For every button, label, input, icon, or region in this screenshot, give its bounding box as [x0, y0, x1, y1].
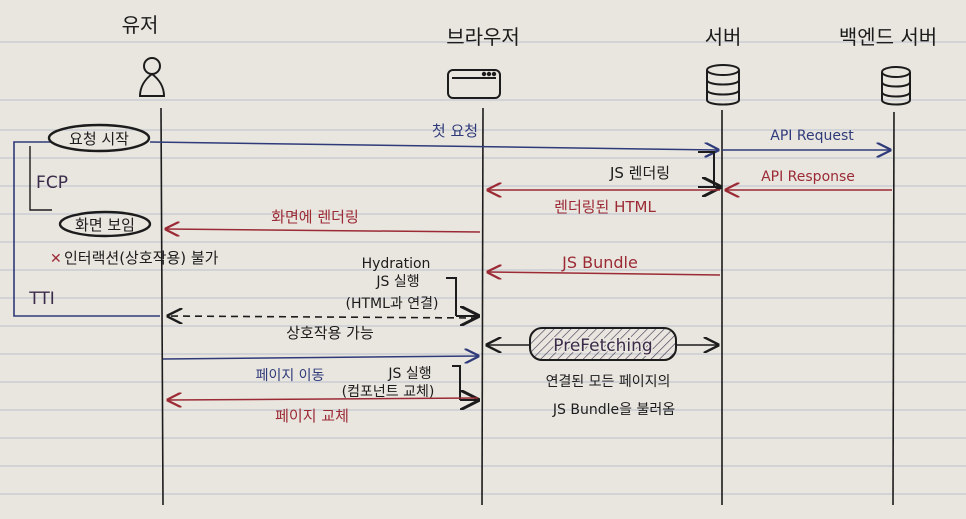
interaction-possible-arrow	[168, 316, 479, 318]
page-move-arrow	[162, 356, 478, 359]
prefetching-label: PreFetching	[553, 336, 652, 356]
page-replace-label: 페이지 교체	[275, 407, 349, 425]
browser-window-icon	[447, 69, 501, 99]
no-interaction-label: 인터랙션(상호작용) 불가	[64, 249, 219, 267]
js-bundle-arrow	[488, 272, 721, 275]
request-start-circle	[47, 123, 151, 153]
hydration-label-line3: (HTML과 연결)	[346, 296, 439, 312]
fcp-label: FCP	[36, 173, 68, 193]
tti-bracket	[13, 141, 160, 317]
backend-database-icon	[881, 66, 911, 106]
screen-visible-label: 화면 보임	[75, 216, 135, 234]
page-request-arrow	[149, 141, 718, 150]
server-database-icon	[706, 64, 740, 106]
js-render-label: JS 렌더링	[609, 164, 670, 182]
page-request-label: 첫 요청	[432, 122, 478, 140]
prefetch-note-line1: 연결된 모든 페이지의	[546, 374, 671, 390]
lifelines	[160, 107, 895, 506]
hydration-label-line1: Hydration	[362, 256, 431, 272]
component-swap-label: (컴포넌트 교체)	[342, 384, 435, 400]
screen-visible-circle	[58, 210, 152, 238]
js-bundle-label: JS Bundle	[561, 253, 638, 272]
prefetching-box	[529, 327, 677, 361]
page-replace-arrow	[168, 398, 479, 400]
screen-render-label: 화면에 렌더링	[271, 208, 359, 226]
hydration-label-line2: JS 실행	[375, 274, 419, 290]
actor-backend-label: 백엔드 서버	[839, 25, 937, 49]
js-render-loop	[698, 151, 715, 188]
tti-label: TTI	[28, 289, 54, 309]
interaction-possible-label: 상호작용 가능	[286, 324, 374, 342]
js-exec-label: JS 실행	[387, 366, 431, 382]
request-start-label: 요청 시작	[69, 130, 129, 148]
rendered-html-label: 렌더링된 HTML	[554, 198, 656, 216]
no-interaction-x-mark: ✕	[50, 251, 62, 267]
user-person-icon	[138, 57, 166, 97]
actor-user-label: 유저	[122, 13, 159, 37]
page-move-label: 페이지 이동	[256, 368, 325, 384]
actor-browser-label: 브라우저	[446, 25, 520, 49]
hydration-loop	[446, 277, 457, 316]
prefetch-note-line2: JS Bundle을 불러옴	[552, 402, 675, 418]
fcp-bracket	[29, 146, 52, 211]
api-request-label: API Request	[770, 128, 854, 144]
screen-render-arrow	[166, 229, 481, 232]
api-response-label: API Response	[761, 169, 855, 185]
js-exec-loop	[452, 365, 461, 400]
actor-server-label: 서버	[705, 25, 742, 49]
